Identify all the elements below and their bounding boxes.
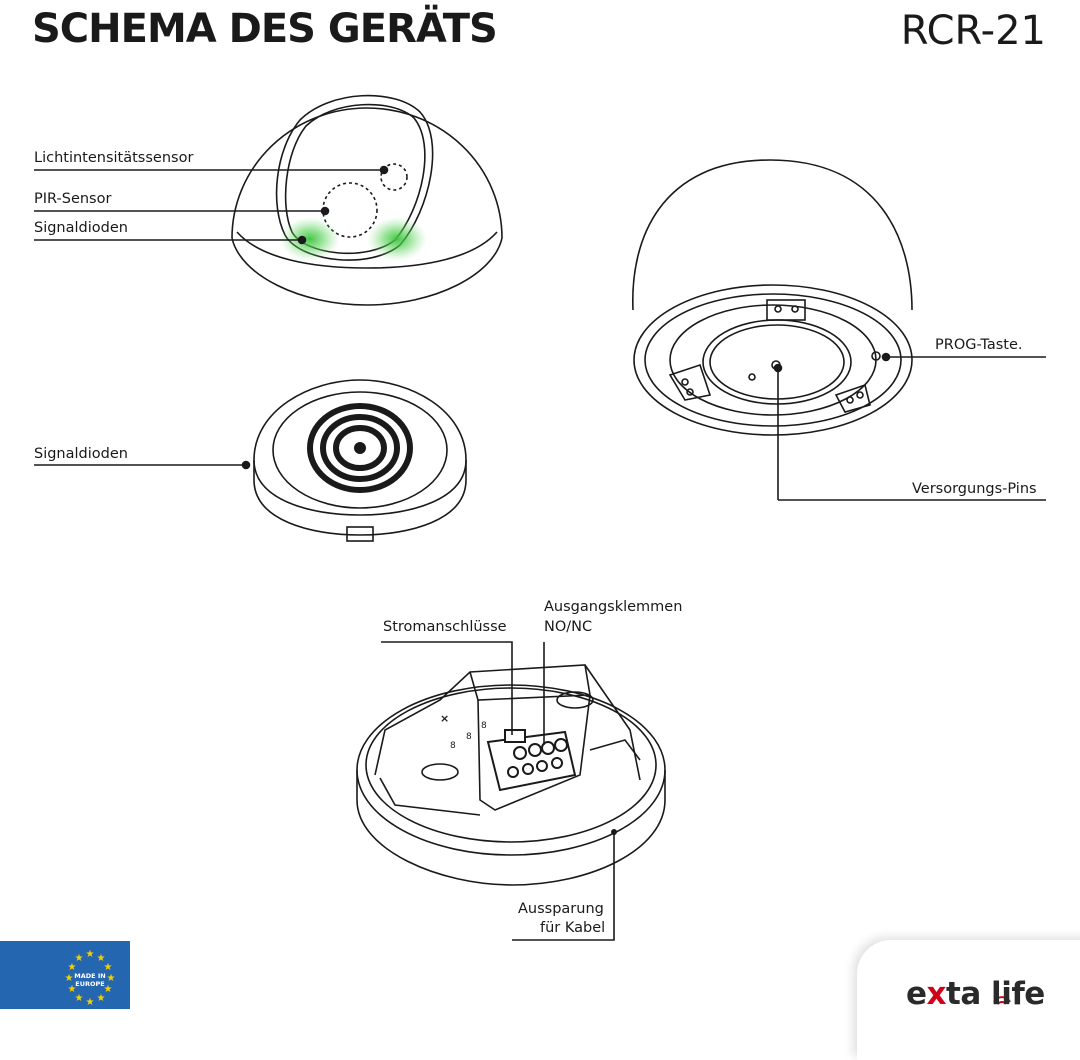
page-title: SCHEMA DES GERÄTS xyxy=(32,6,498,52)
label-pir-sensor: PIR-Sensor xyxy=(34,191,112,207)
brand-logo: exta life xyxy=(906,976,1045,1012)
badge-line1: MADE IN xyxy=(74,972,105,980)
disc-leader-line xyxy=(34,460,251,470)
svg-text:★: ★ xyxy=(97,953,106,964)
svg-text:8: 8 xyxy=(450,741,456,751)
label-signal-diodes-top: Signaldioden xyxy=(34,220,128,236)
svg-text:★: ★ xyxy=(86,949,95,960)
label-power-connections: Stromanschlüsse xyxy=(383,619,507,635)
made-in-europe-badge: ★★★ ★★★ ★★★ ★★★ MADE IN EUROPE xyxy=(0,941,130,1009)
badge-line2: EUROPE xyxy=(75,980,104,988)
label-signal-diodes-side: Signaldioden xyxy=(34,446,128,462)
disc-view xyxy=(253,379,467,542)
svg-text:★: ★ xyxy=(104,984,113,995)
dome-bottom-view xyxy=(632,159,913,436)
disc-center xyxy=(354,442,366,454)
signal-diode-right xyxy=(367,217,427,261)
label-cable-recess-1: Aussparung xyxy=(518,901,604,917)
label-light-sensor: Lichtintensitätssensor xyxy=(34,150,194,166)
svg-text:×: × xyxy=(440,712,449,725)
label-output-terminals-2: NO/NC xyxy=(544,619,593,635)
svg-text:★: ★ xyxy=(97,993,106,1004)
svg-text:★: ★ xyxy=(86,997,95,1008)
dome-leader-lines xyxy=(34,165,389,245)
svg-text:★: ★ xyxy=(104,962,113,973)
light-sensor-window xyxy=(380,163,408,191)
terminal-block xyxy=(486,729,577,792)
signal-diode-left xyxy=(280,217,340,261)
dome-front-view xyxy=(231,94,503,306)
label-cable-recess-2: für Kabel xyxy=(540,920,606,936)
label-output-terminals-1: Ausgangsklemmen xyxy=(544,599,683,615)
brand-card xyxy=(857,940,1080,1060)
model-number: RCR-21 xyxy=(900,8,1046,54)
svg-text:★: ★ xyxy=(65,973,74,984)
svg-text:8: 8 xyxy=(481,721,487,731)
bottom-leader-lines xyxy=(773,352,1046,501)
svg-text:★: ★ xyxy=(75,953,84,964)
base-open-view xyxy=(356,664,666,886)
eu-stars-icon: ★★★ ★★★ ★★★ ★★★ MADE IN EUROPE xyxy=(65,949,116,1008)
base-leader-lines xyxy=(381,641,615,941)
base-markings: × 8 8 8 xyxy=(440,712,487,751)
svg-text:★: ★ xyxy=(75,993,84,1004)
svg-text:★: ★ xyxy=(68,962,77,973)
label-prog-button: PROG-Taste. xyxy=(935,337,1023,353)
svg-text:8: 8 xyxy=(466,732,472,742)
label-supply-pins: Versorgungs-Pins xyxy=(912,481,1037,497)
disc-rings xyxy=(307,403,413,493)
svg-text:★: ★ xyxy=(107,973,116,984)
svg-text:★: ★ xyxy=(68,984,77,995)
wifi-signal-icon xyxy=(993,996,1011,1005)
